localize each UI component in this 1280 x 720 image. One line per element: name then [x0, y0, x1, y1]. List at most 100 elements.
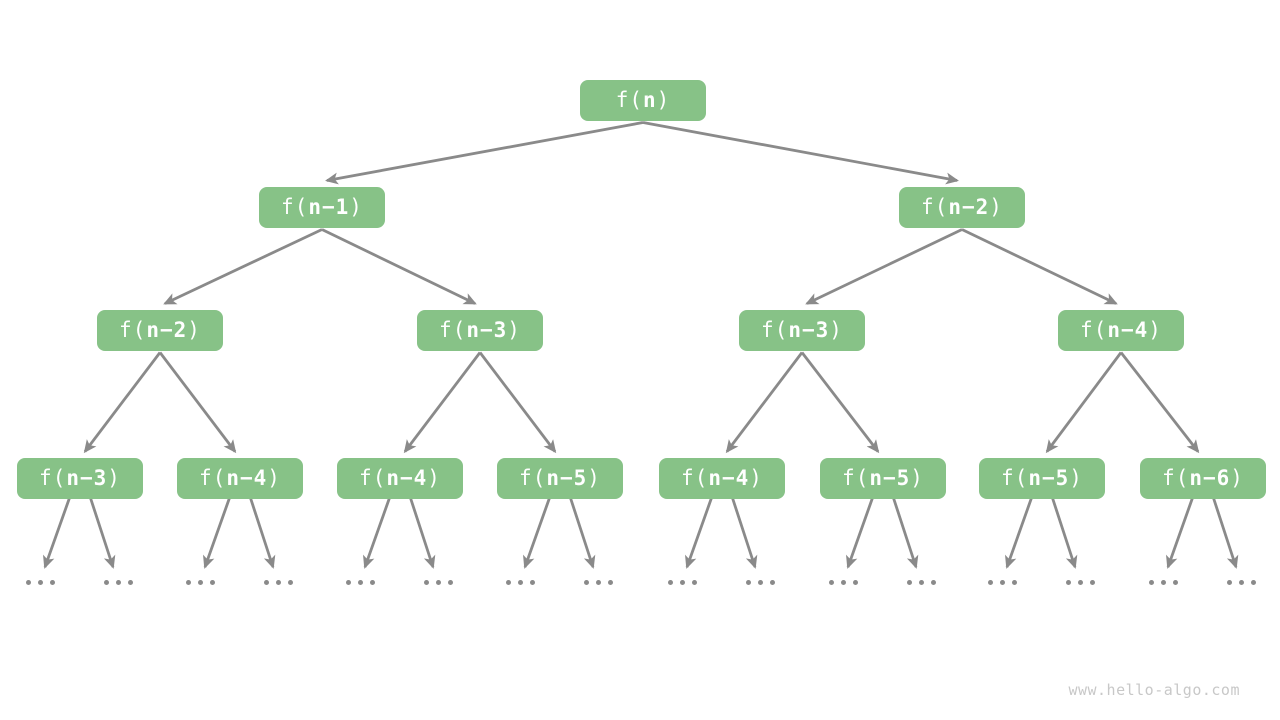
edge-arrow: [1045, 351, 1123, 454]
ellipsis-dot: [116, 580, 121, 585]
edge-arrow: [1005, 496, 1034, 569]
node-label-prefix: f(: [842, 466, 870, 490]
edge-arrow: [163, 228, 323, 305]
ellipsis-dot: [596, 580, 601, 585]
node-label-prefix: f(: [359, 466, 387, 490]
edge-arrow: [805, 228, 963, 305]
ellipsis-dot: [186, 580, 191, 585]
ellipsis-dot: [264, 580, 269, 585]
edge-arrow: [83, 351, 162, 454]
node-label-arg: n−3: [788, 318, 830, 342]
node-label-arg: n−2: [146, 318, 188, 342]
ellipsis: [346, 580, 375, 585]
edge-arrow: [961, 228, 1118, 305]
ellipsis-dot: [210, 580, 215, 585]
ellipsis-dot: [919, 580, 924, 585]
ellipsis: [26, 580, 55, 585]
ellipsis-dot: [288, 580, 293, 585]
node-label-prefix: f(: [681, 466, 709, 490]
node-label-prefix: f(: [119, 318, 147, 342]
ellipsis: [104, 580, 133, 585]
node-label-suffix: ): [587, 466, 601, 490]
node-label-prefix: f(: [281, 195, 309, 219]
ellipsis-dot: [758, 580, 763, 585]
tree-node: f(n−2): [97, 309, 223, 351]
edge-arrow: [321, 228, 477, 305]
node-label-arg: n−4: [708, 466, 750, 490]
tree-node: f(n−4): [659, 457, 785, 499]
ellipsis-dot: [1227, 580, 1232, 585]
ellipsis: [988, 580, 1017, 585]
ellipsis-dot: [518, 580, 523, 585]
tree-node: f(n): [580, 79, 706, 121]
ellipsis-dot: [1239, 580, 1244, 585]
ellipsis-dot: [1173, 580, 1178, 585]
ellipsis-dot: [346, 580, 351, 585]
edge-arrow: [725, 351, 804, 454]
node-label-arg: n−5: [869, 466, 911, 490]
edge-arrow: [408, 496, 436, 569]
ellipsis-dot: [128, 580, 133, 585]
edge-arrow: [891, 496, 919, 569]
edge-arrow: [88, 496, 116, 569]
node-label-suffix: ): [267, 466, 281, 490]
ellipsis-dot: [1251, 580, 1256, 585]
node-label-arg: n−1: [308, 195, 350, 219]
ellipsis: [1149, 580, 1178, 585]
node-label-suffix: ): [910, 466, 924, 490]
tree-node: f(n−3): [739, 309, 865, 351]
ellipsis-dot: [1078, 580, 1083, 585]
node-label-arg: n: [642, 88, 657, 112]
ellipsis-dot: [680, 580, 685, 585]
edge-arrow: [478, 351, 557, 454]
edge-arrow: [325, 121, 644, 185]
node-label-suffix: ): [989, 195, 1003, 219]
ellipsis: [424, 580, 453, 585]
ellipsis: [1066, 580, 1095, 585]
node-label-suffix: ): [187, 318, 201, 342]
node-label-suffix: ): [507, 318, 521, 342]
node-label-prefix: f(: [615, 88, 643, 112]
edge-arrow: [1166, 496, 1195, 569]
ellipsis-dot: [198, 580, 203, 585]
edge-arrow: [363, 496, 392, 569]
ellipsis-dot: [276, 580, 281, 585]
node-label-suffix: ): [349, 195, 363, 219]
edge-arrow: [523, 496, 552, 569]
node-label-arg: n−6: [1189, 466, 1231, 490]
ellipsis-dot: [692, 580, 697, 585]
node-label-suffix: ): [1148, 318, 1162, 342]
node-label-suffix: ): [107, 466, 121, 490]
node-label-arg: n−4: [226, 466, 268, 490]
ellipsis-dot: [26, 580, 31, 585]
node-label-arg: n−4: [386, 466, 428, 490]
edge-arrow: [642, 121, 959, 185]
ellipsis-dot: [988, 580, 993, 585]
ellipsis-dot: [931, 580, 936, 585]
tree-node: f(n−5): [820, 457, 946, 499]
node-label-arg: n−5: [546, 466, 588, 490]
ellipsis-dot: [853, 580, 858, 585]
edge-arrow: [43, 496, 72, 569]
tree-node: f(n−4): [1058, 309, 1184, 351]
node-label-arg: n−3: [66, 466, 108, 490]
ellipsis: [506, 580, 535, 585]
edge-arrow: [685, 496, 714, 569]
node-label-suffix: ): [656, 88, 671, 112]
node-label-prefix: f(: [1080, 318, 1108, 342]
ellipsis-dot: [530, 580, 535, 585]
edge-arrow: [730, 496, 758, 569]
edge-arrow: [800, 351, 880, 454]
edge-arrow: [248, 496, 276, 569]
node-label-prefix: f(: [39, 466, 67, 490]
ellipsis: [186, 580, 215, 585]
ellipsis-dot: [1149, 580, 1154, 585]
node-label-suffix: ): [427, 466, 441, 490]
node-label-prefix: f(: [519, 466, 547, 490]
ellipsis-dot: [38, 580, 43, 585]
ellipsis-dot: [829, 580, 834, 585]
tree-node: f(n−4): [337, 457, 463, 499]
ellipsis-dot: [584, 580, 589, 585]
